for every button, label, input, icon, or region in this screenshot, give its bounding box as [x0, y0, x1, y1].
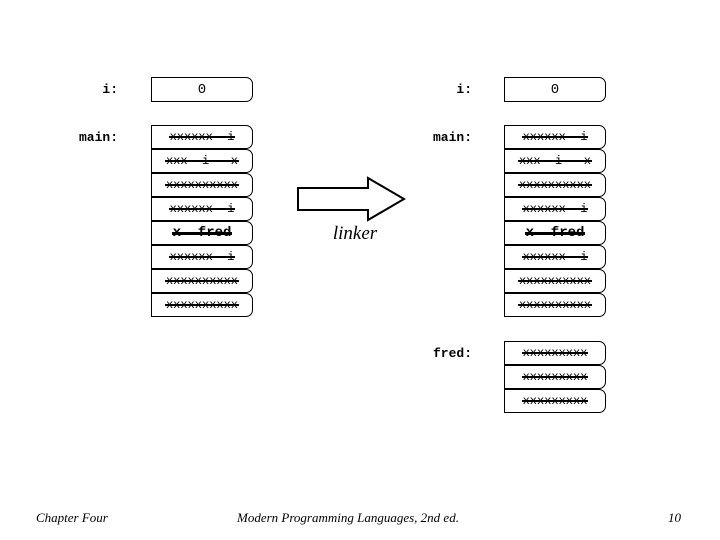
before-main-cell-4-text: x fred	[171, 225, 233, 241]
after-main-cell-5: xxxxxx i	[504, 245, 606, 269]
before-main-cell-6: xxxxxxxxxx	[151, 269, 253, 293]
footer-chapter: Chapter Four	[36, 510, 108, 525]
before-main-cell-2-text: xxxxxxxxxx	[164, 178, 240, 192]
footer-book-title: Modern Programming Languages, 2nd ed.	[237, 510, 459, 525]
after-main-cell-7: xxxxxxxxxx	[504, 293, 606, 317]
after-module-label-fred: fred:	[432, 346, 472, 361]
after-main-cell-7-text: xxxxxxxxxx	[517, 298, 593, 312]
before-main-cell-2: xxxxxxxxxx	[151, 173, 253, 197]
before-main-cell-7-text: xxxxxxxxxx	[164, 298, 240, 312]
after-main-cell-5-text: xxxxxx i	[521, 250, 589, 264]
after-main-cell-1-text: xxx i x	[517, 154, 593, 168]
before-main-cell-6-text: xxxxxxxxxx	[164, 274, 240, 288]
after-main-cell-6: xxxxxxxxxx	[504, 269, 606, 293]
after-fred-cell-1: xxxxxxxxx	[504, 365, 606, 389]
after-fred-cell-1-text: xxxxxxxxx	[521, 370, 589, 384]
after-variable-label: i:	[456, 82, 472, 97]
before-module-label-main: main:	[78, 130, 118, 145]
before-variable-cell: 0	[151, 77, 253, 102]
before-main-cell-0: xxxxxx i	[151, 125, 253, 149]
transform-caption-linker: linker	[332, 223, 378, 244]
before-main-cell-1: xxx i x	[151, 149, 253, 173]
before-main-cell-3-text: xxxxxx i	[168, 202, 236, 216]
after-module-label-main: main:	[432, 130, 472, 145]
after-fred-cell-2-text: xxxxxxxxx	[521, 394, 589, 408]
after-main-cell-3: xxxxxx i	[504, 197, 606, 221]
before-main-cell-1-text: xxx i x	[164, 154, 240, 168]
after-main-cell-6-text: xxxxxxxxxx	[517, 274, 593, 288]
after-variable-cell: 0	[504, 77, 606, 102]
after-main-cell-4-text: x fred	[524, 225, 586, 241]
after-main-cell-2-text: xxxxxxxxxx	[517, 178, 593, 192]
before-main-cell-4: x fred	[151, 221, 253, 245]
before-main-cell-0-text: xxxxxx i	[168, 130, 236, 144]
after-fred-cell-0: xxxxxxxxx	[504, 341, 606, 365]
after-main-cell-0: xxxxxx i	[504, 125, 606, 149]
after-fred-cell-0-text: xxxxxxxxx	[521, 346, 589, 360]
before-main-cell-7: xxxxxxxxxx	[151, 293, 253, 317]
after-main-cell-3-text: xxxxxx i	[521, 202, 589, 216]
before-main-cell-5-text: xxxxxx i	[168, 250, 236, 264]
right-arrow-icon	[296, 176, 406, 222]
before-variable-label: i:	[102, 82, 118, 97]
after-main-cell-4: x fred	[504, 221, 606, 245]
before-main-cell-5: xxxxxx i	[151, 245, 253, 269]
after-main-cell-1: xxx i x	[504, 149, 606, 173]
footer-page-number: 10	[668, 510, 681, 525]
after-main-cell-2: xxxxxxxxxx	[504, 173, 606, 197]
after-fred-cell-2: xxxxxxxxx	[504, 389, 606, 413]
before-main-cell-3: xxxxxx i	[151, 197, 253, 221]
after-main-cell-0-text: xxxxxx i	[521, 130, 589, 144]
